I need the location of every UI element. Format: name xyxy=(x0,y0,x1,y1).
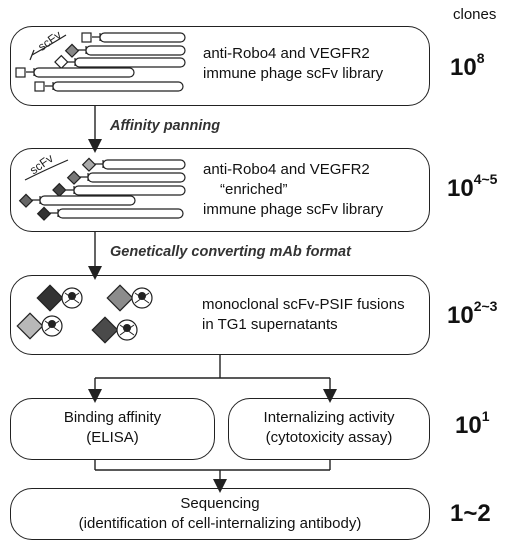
library-line1: anti-Robo4 and VEGFR2 xyxy=(203,45,370,62)
internalizing-line1: Internalizing activity xyxy=(263,409,395,426)
sequencing-line1: Sequencing xyxy=(180,495,260,512)
fusions-line2: in TG1 supernatants xyxy=(202,316,338,333)
clones-header: clones xyxy=(453,6,497,23)
library-line2: immune phage scFv library xyxy=(203,65,384,82)
internalizing-line2: (cytotoxicity assay) xyxy=(265,429,393,446)
scfv-psif-fusion-icons xyxy=(16,284,153,344)
internalizing-box xyxy=(228,398,430,460)
svg-text:scFv: scFv xyxy=(35,28,64,54)
phage-library-icon: scFv xyxy=(15,28,186,92)
enriched-line1: anti-Robo4 and VEGFR2 xyxy=(203,161,370,178)
fusions-box xyxy=(10,275,430,355)
fusions-clone-count: 102~3 xyxy=(447,298,498,329)
enriched-phage-icon: scFv xyxy=(18,151,186,221)
sequencing-clone-count: 1~2 xyxy=(450,500,491,527)
svg-text:scFv: scFv xyxy=(27,151,56,177)
step-converting-format: Genetically converting mAb format xyxy=(110,244,351,260)
enriched-line2: “enriched” xyxy=(220,181,288,198)
enriched-clone-count: 104~5 xyxy=(447,171,498,202)
enriched-line3: immune phage scFv library xyxy=(203,201,384,218)
fusions-line1: monoclonal scFv-PSIF fusions xyxy=(202,296,405,313)
internalizing-clone-count: 101 xyxy=(455,408,490,439)
binding-box xyxy=(10,398,215,460)
binding-line2: (ELISA) xyxy=(86,429,139,446)
library-clone-count: 108 xyxy=(450,50,485,81)
binding-line1: Binding affinity xyxy=(63,409,162,426)
step-affinity-panning: Affinity panning xyxy=(110,118,221,134)
sequencing-line2: (identification of cell-internalizing an… xyxy=(78,515,362,532)
